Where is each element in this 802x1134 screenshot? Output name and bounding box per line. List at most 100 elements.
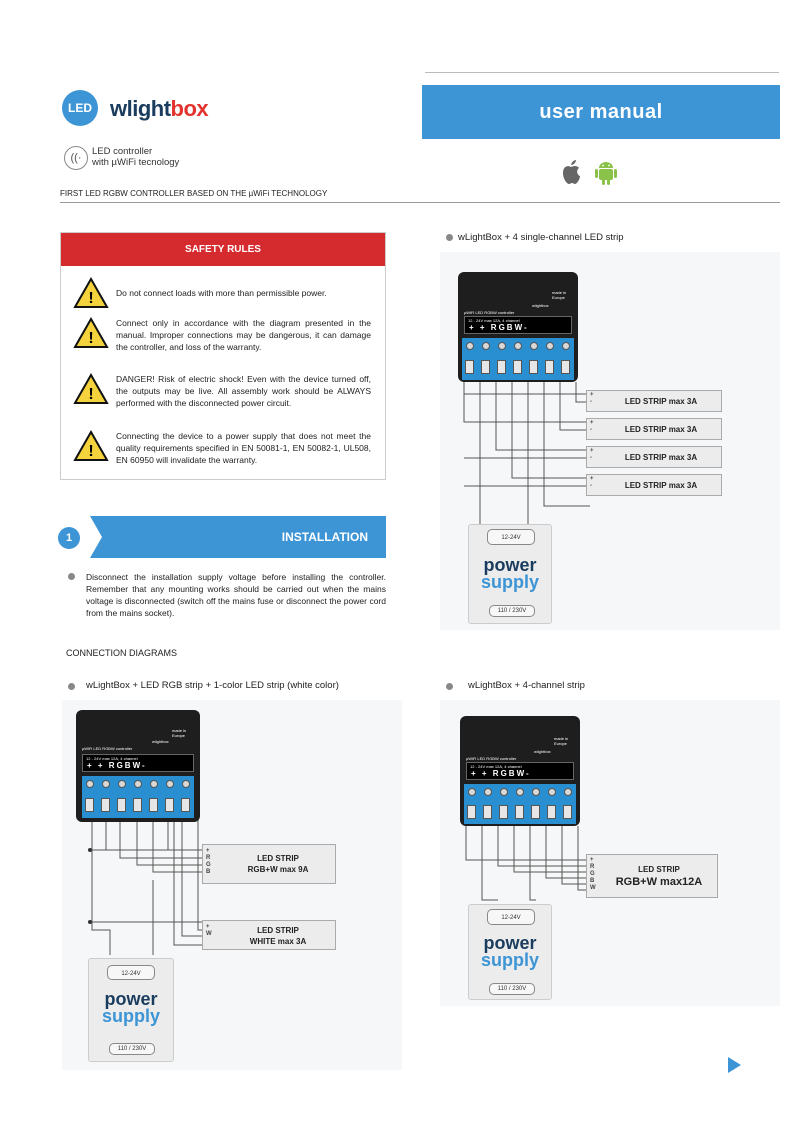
terminal-slot [117, 798, 126, 812]
terminal-slot [563, 805, 572, 819]
terminal-screw [532, 788, 540, 796]
diagram2: µWiFi LED RGBW controller wlightbox made… [440, 252, 780, 630]
terminal-screw [514, 342, 522, 350]
safety-rule: ! Do not connect loads with more than pe… [61, 275, 387, 311]
brand-badge: LED [62, 90, 98, 126]
bullet-dot [446, 683, 453, 690]
terminal-slot [515, 805, 524, 819]
strip-pins: + W [206, 924, 212, 937]
terminal-slot [513, 360, 522, 374]
tagline-line1: LED controller [92, 146, 153, 157]
controller-logo: wlightbox [152, 739, 169, 744]
tagline-line2: with µWiFi tecnology [92, 157, 180, 168]
controller-board: µWiFi LED RGBW controller wlightbox made… [458, 272, 578, 382]
section-number: 1 [58, 527, 80, 549]
terminal-screw [530, 342, 538, 350]
controller-label-band: 12 - 24V max 12A, 4 channel + + RGBW- [464, 316, 572, 334]
terminal-slot [531, 805, 540, 819]
terminal-screw [500, 788, 508, 796]
terminal-screw [118, 780, 126, 788]
controller-board: µWiFi LED RGBW controller wlightbox made… [76, 710, 200, 822]
diagram3: µWiFi LED RGBW controller wlightbox made… [440, 700, 780, 1006]
psu-voltage: 12-24V [487, 909, 535, 925]
terminal-slot [483, 805, 492, 819]
terminal-screw [498, 342, 506, 350]
diagram3-wires [465, 826, 586, 901]
diagram1-title: wLightBox + LED RGB strip + 1-color LED … [86, 680, 339, 691]
terminal-slot [465, 360, 474, 374]
strip-label: LED STRIP max 3A [624, 397, 698, 406]
controller-logo: wlightbox [534, 749, 551, 754]
controller-rgbw: + + RGBW- [469, 323, 529, 332]
psu-voltage: 12-24V [107, 965, 155, 980]
strip-rating: RGB+W max 9A [247, 865, 309, 874]
controller-board: µWiFi LED RGBW controller wlightbox made… [460, 716, 580, 826]
apple-icon [563, 160, 580, 184]
terminal-screw [482, 342, 490, 350]
controller-rgbw: + + RGBW- [87, 761, 147, 770]
psu-mains: 110 / 230V [109, 1043, 155, 1055]
svg-text:!: ! [88, 330, 93, 347]
psu-word-power: power [104, 989, 158, 1009]
terminal-slot [467, 805, 476, 819]
controller-spec: 12 - 24V max 12A, 4 channel [468, 318, 520, 323]
led-strip-single: + - LED STRIP max 3A [586, 446, 722, 468]
terminal-screw [548, 788, 556, 796]
svg-text:!: ! [88, 443, 93, 460]
terminal-slot [481, 360, 490, 374]
terminal-slot [499, 805, 508, 819]
terminal-slot [149, 798, 158, 812]
led-strip-single: + - LED STRIP max 3A [586, 474, 722, 496]
terminal-screw [102, 780, 110, 788]
bullet-dot [446, 234, 453, 241]
diagram1: µWiFi LED RGBW controller wlightbox made… [62, 700, 402, 1070]
terminal-slot [561, 360, 570, 374]
controller-made-in: made in Europe [554, 736, 569, 746]
strip-pins: + - [590, 448, 594, 461]
terminal-screw [484, 788, 492, 796]
controller-made-in: made in Europe [552, 290, 567, 300]
warning-icon: ! [73, 373, 109, 404]
strip-rating: RGB+W max12A [615, 876, 703, 888]
controller-model: µWiFi LED RGBW controller [82, 746, 133, 751]
terminal-slot [85, 798, 94, 812]
controller-made-in: made in Europe [172, 728, 187, 738]
terminal-slot [497, 360, 506, 374]
controller-logo: wlightbox [532, 303, 549, 308]
terminal-block [82, 776, 194, 818]
controller-label-band: 12 - 24V max 12A, 4 channel + + RGBW- [466, 762, 574, 780]
psu-word-power: power [483, 933, 537, 953]
terminal-slot [133, 798, 142, 812]
strip-label: LED STRIP [257, 854, 299, 863]
terminal-slot [165, 798, 174, 812]
warning-icon: ! [73, 277, 109, 308]
led-strip-rgbw: + R G B W LED STRIP RGB+W max12A [586, 854, 718, 898]
brand-logo: wlightbox [110, 96, 209, 122]
terminal-screw [182, 780, 190, 788]
terminal-block [462, 338, 574, 380]
bullet-dot [68, 683, 75, 690]
strip-pins: + - [590, 476, 594, 489]
terminal-screw [564, 788, 572, 796]
strip-label: LED STRIP [638, 865, 680, 874]
manual-title: user manual [422, 85, 780, 139]
terminal-slot [547, 805, 556, 819]
strip-rating: WHITE max 3A [249, 937, 307, 946]
safety-rule: ! Connecting the device to a power suppl… [61, 428, 387, 470]
controller-rgbw: + + RGBW- [471, 769, 531, 778]
strip-label: LED STRIP max 3A [624, 425, 698, 434]
next-page-arrow-icon[interactable] [728, 1057, 741, 1073]
safety-rule-text: Connect only in accordance with the diag… [116, 318, 371, 352]
safety-rule: ! Connect only in accordance with the di… [61, 315, 387, 357]
safety-box: SAFETY RULES ! Do not connect loads with… [60, 232, 386, 480]
terminal-screw [546, 342, 554, 350]
strip-label: LED STRIP [257, 926, 299, 935]
connection-diagrams-title: CONNECTION DIAGRAMS [66, 648, 178, 658]
terminal-block [464, 784, 576, 824]
